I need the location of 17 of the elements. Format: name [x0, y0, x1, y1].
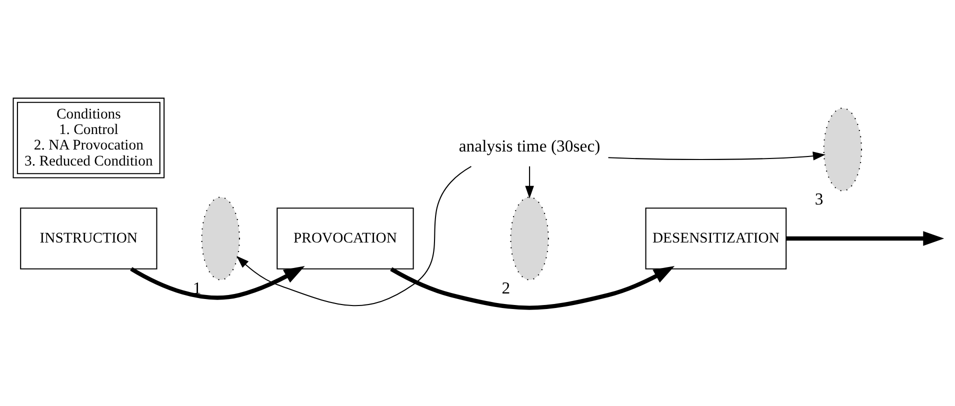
node-ellipse	[823, 108, 862, 192]
node-text: analysis time (30sec)	[458, 136, 600, 156]
node-ellipse	[201, 196, 240, 280]
node-box: DESENSITIZATION	[645, 208, 787, 270]
node-label: 2	[502, 278, 510, 298]
node-ellipse	[510, 196, 549, 280]
arrow	[608, 152, 826, 160]
arrow	[236, 166, 472, 306]
arrow	[130, 266, 305, 300]
node-box: INSTRUCTION	[20, 208, 158, 270]
node-label: 1	[192, 278, 202, 298]
arrow	[390, 266, 675, 310]
node-label: 3	[814, 189, 824, 208]
node-box: PROVOCATION	[276, 208, 414, 270]
arrow	[525, 166, 534, 198]
node-box: Conditions 1. Control 2. NA Provocation 3. Reduced Condition	[12, 98, 165, 178]
arrow	[786, 231, 944, 246]
